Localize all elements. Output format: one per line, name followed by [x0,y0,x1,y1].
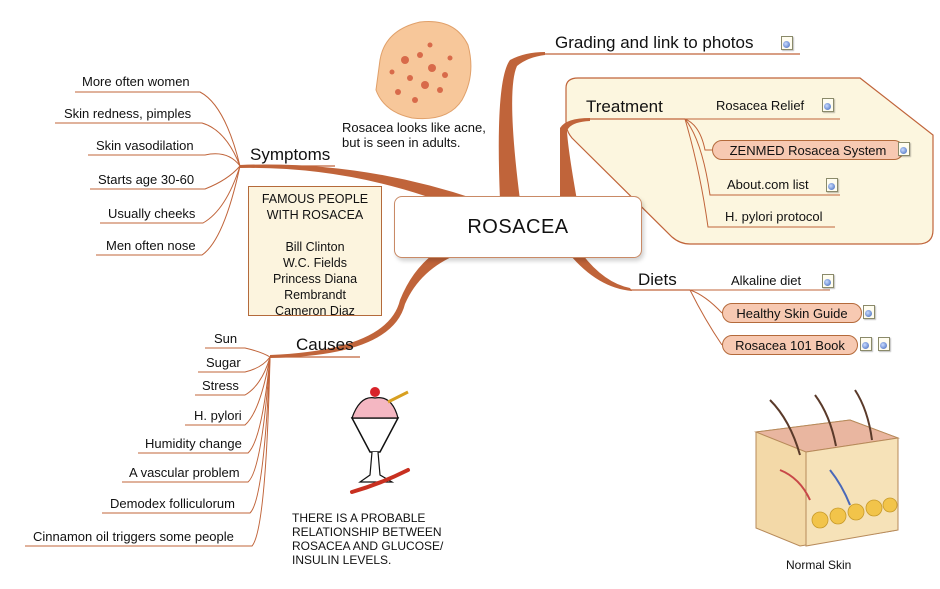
link-document-icon[interactable] [860,337,872,351]
glucose-note: THERE IS A PROBABLE RELATIONSHIP BETWEEN… [292,511,444,567]
famous-name: Princess Diana [272,272,358,286]
symptom-item[interactable]: Usually cheeks [108,206,196,221]
treatment-item[interactable]: Rosacea Relief [716,98,805,113]
ice-cream-sundae-image [350,387,410,494]
branch-grading [498,52,545,200]
main-underlines [240,53,800,358]
symptom-item[interactable]: More often women [82,74,190,89]
acne-note: Rosacea looks like acne, but is seen in … [342,120,486,150]
treatment-item[interactable]: H. pylori protocol [725,209,823,224]
link-document-icon[interactable] [781,36,793,50]
symptom-item[interactable]: Men often nose [106,238,196,253]
famous-name: Cameron Diaz [275,304,355,318]
causes-label[interactable]: Causes [296,335,354,354]
causes-sublines [25,347,271,547]
cause-item[interactable]: A vascular problem [129,465,240,480]
link-document-icon[interactable] [822,98,834,112]
cause-item[interactable]: Stress [202,378,239,393]
diet-item[interactable]: Alkaline diet [731,273,802,288]
diet-item-highlighted[interactable]: Healthy Skin Guide [722,303,862,323]
cause-item[interactable]: Demodex folliculorum [110,496,235,511]
famous-name: W.C. Fields [283,256,347,270]
symptoms-sublines [55,91,241,256]
diet-item-highlighted[interactable]: Rosacea 101 Book [722,335,858,355]
treatment-item-highlighted[interactable]: ZENMED Rosacea System [712,140,904,160]
branch-treatment [560,118,590,206]
link-document-icon[interactable] [826,178,838,192]
diets-label[interactable]: Diets [638,270,677,289]
link-document-icon[interactable] [878,337,890,351]
treatment-label[interactable]: Treatment [586,97,663,116]
symptom-item[interactable]: Skin vasodilation [96,138,194,153]
cause-item[interactable]: Sugar [206,355,241,370]
treatment-sublines [684,118,840,228]
symptom-item[interactable]: Skin redness, pimples [64,106,192,121]
branch-causes [270,236,486,358]
grading-label[interactable]: Grading and link to photos [555,33,754,52]
branch-symptoms [240,164,478,213]
famous-name: Rembrandt [284,288,346,302]
acne-skin-image [375,20,472,120]
cause-item[interactable]: Cinnamon oil triggers some people [33,529,234,544]
skin-cross-section-image [754,389,900,547]
cause-item[interactable]: Sun [214,331,238,346]
cause-item[interactable]: H. pylori [194,408,242,423]
treatment-item[interactable]: About.com list [727,177,809,192]
symptoms-label[interactable]: Symptoms [250,145,331,164]
famous-title: WITH ROSACEA [266,208,364,222]
symptom-item[interactable]: Starts age 30-60 [98,172,195,187]
famous-people-box[interactable]: FAMOUS PEOPLE WITH ROSACEA Bill Clinton … [248,186,382,318]
central-topic[interactable]: ROSACEA [394,196,642,258]
link-document-icon[interactable] [863,305,875,319]
famous-title: FAMOUS PEOPLE [261,192,369,206]
link-document-icon[interactable] [898,142,910,156]
cause-item[interactable]: Humidity change [145,436,242,451]
famous-name: Bill Clinton [285,240,345,254]
link-document-icon[interactable] [822,274,834,288]
normal-skin-caption: Normal Skin [786,558,852,572]
diets-sublines [689,289,830,346]
